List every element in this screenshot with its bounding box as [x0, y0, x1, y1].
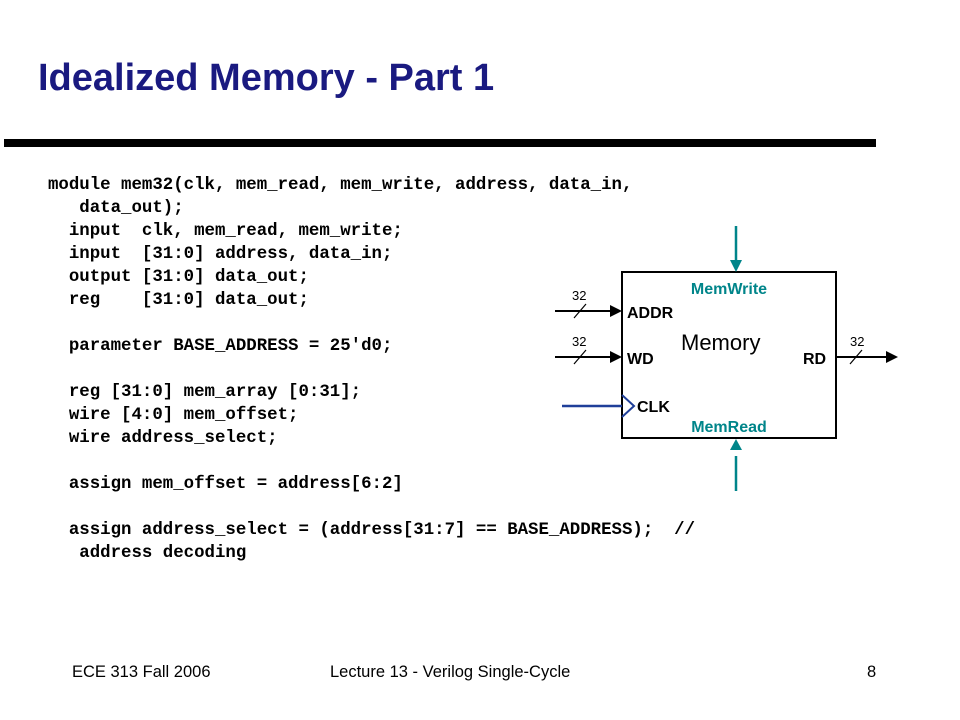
- footer-page-number: 8: [867, 663, 877, 681]
- verilog-code-block: module mem32(clk, mem_read, mem_write, a…: [48, 174, 695, 565]
- title-divider: [4, 139, 876, 147]
- code-line: wire [4:0] mem_offset;: [48, 406, 299, 425]
- mem-read-arrowhead: [730, 439, 742, 450]
- code-line: input [31:0] address, data_in;: [48, 245, 393, 264]
- mem-write-label: MemWrite: [691, 281, 767, 298]
- clock-edge-icon: [621, 394, 636, 418]
- mem-write-arrowhead: [730, 260, 742, 272]
- code-line: reg [31:0] data_out;: [48, 291, 309, 310]
- footer-lecture-title: Lecture 13 - Verilog Single-Cycle: [330, 663, 571, 681]
- code-line: module mem32(clk, mem_read, mem_write, a…: [48, 176, 633, 195]
- code-line: assign address_select = (address[31:7] =…: [48, 521, 696, 540]
- addr-arrowhead: [610, 305, 622, 317]
- memory-block: [621, 271, 837, 439]
- addr-bus-slash: [573, 303, 587, 319]
- code-line: assign mem_offset = address[6:2]: [48, 475, 403, 494]
- footer-course: ECE 313 Fall 2006: [72, 663, 211, 681]
- wd-bus-width: 32: [572, 334, 586, 349]
- code-line: parameter BASE_ADDRESS = 25'd0;: [48, 337, 393, 356]
- clk-port-label: CLK: [637, 399, 670, 416]
- rd-bus-width: 32: [850, 334, 864, 349]
- code-line: wire address_select;: [48, 429, 278, 448]
- code-line: reg [31:0] mem_array [0:31];: [48, 383, 362, 402]
- code-line: address decoding: [48, 544, 247, 563]
- rd-bus-slash: [849, 349, 863, 365]
- code-line: output [31:0] data_out;: [48, 268, 309, 287]
- mem-read-label: MemRead: [691, 419, 767, 436]
- slide-title: Idealized Memory - Part 1: [38, 57, 495, 99]
- wd-arrowhead: [610, 351, 622, 363]
- code-line: data_out);: [48, 199, 184, 218]
- addr-bus-width: 32: [572, 288, 586, 303]
- code-line: input clk, mem_read, mem_write;: [48, 222, 403, 241]
- rd-port-label: RD: [803, 351, 826, 368]
- wd-bus-slash: [573, 349, 587, 365]
- rd-arrowhead: [886, 351, 898, 363]
- memory-block-label: Memory: [681, 330, 760, 355]
- addr-port-label: ADDR: [627, 305, 674, 322]
- wd-port-label: WD: [627, 351, 654, 368]
